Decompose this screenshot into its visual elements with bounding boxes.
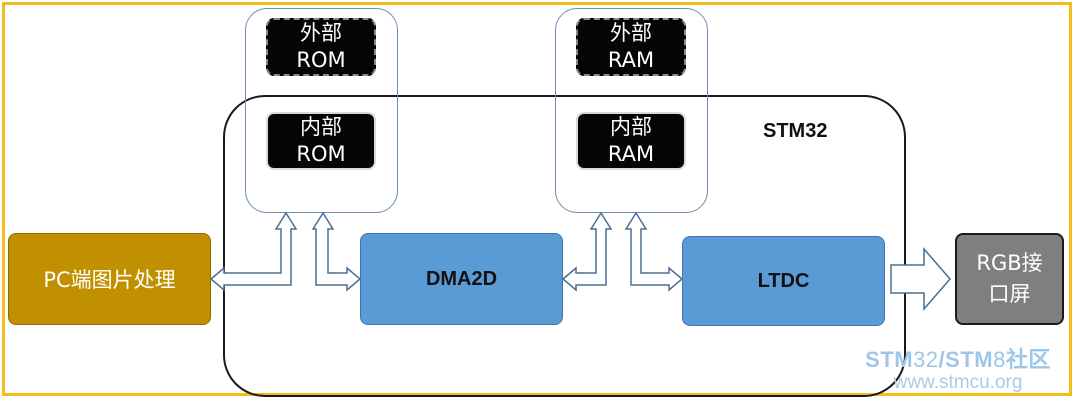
dma2d-block: DMA2D [360,233,563,325]
rgb-screen-block: RGB接 口屏 [955,233,1064,325]
watermark-part1: STM [865,347,914,372]
external-rom-line1: 外部 [300,21,342,45]
watermark-brand: STM32/STM8社区 [842,342,1074,374]
external-rom-line2: ROM [296,48,346,72]
stmcu-watermark: STM32/STM8社区 www.stmcu.org [842,342,1074,394]
rom-group [245,8,398,213]
watermark-url: www.stmcu.org [893,372,1023,393]
internal-rom-line2: ROM [296,142,346,166]
watermark-part3: STM [945,347,994,372]
ltdc-block: LTDC [682,236,885,326]
ltdc-rgb-arrow [890,246,951,312]
internal-ram-line1: 内部 [610,115,652,139]
external-ram-line2: RAM [607,48,655,72]
watermark-part2: 32 [913,347,939,372]
watermark-part5: 社区 [1005,348,1051,373]
internal-ram-block: 内部 RAM [576,112,686,170]
rgb-screen-line1: RGB接 [976,251,1043,275]
rgb-screen-line2: 口屏 [988,282,1031,306]
rom-dma2d-arrow [311,211,362,292]
stm32-label: STM32 [763,120,828,142]
outer-frame [2,2,1072,396]
pc-rom-arrow [209,211,298,292]
ram-ltdc-arrow [624,211,684,292]
internal-rom-block: 内部 ROM [266,112,376,170]
external-rom-block: 外部 ROM [266,18,376,76]
watermark-sep: / [938,347,946,372]
watermark-part4: 8 [993,347,1006,372]
external-ram-line1: 外部 [610,21,652,45]
stm32-boundary [223,95,906,397]
internal-ram-line2: RAM [607,142,655,166]
internal-rom-line1: 内部 [300,115,342,139]
external-ram-block: 外部 RAM [576,18,686,76]
ram-group [555,8,708,213]
dma2d-ram-arrow [561,211,613,292]
pc-image-processing-block: PC端图片处理 [8,233,211,325]
